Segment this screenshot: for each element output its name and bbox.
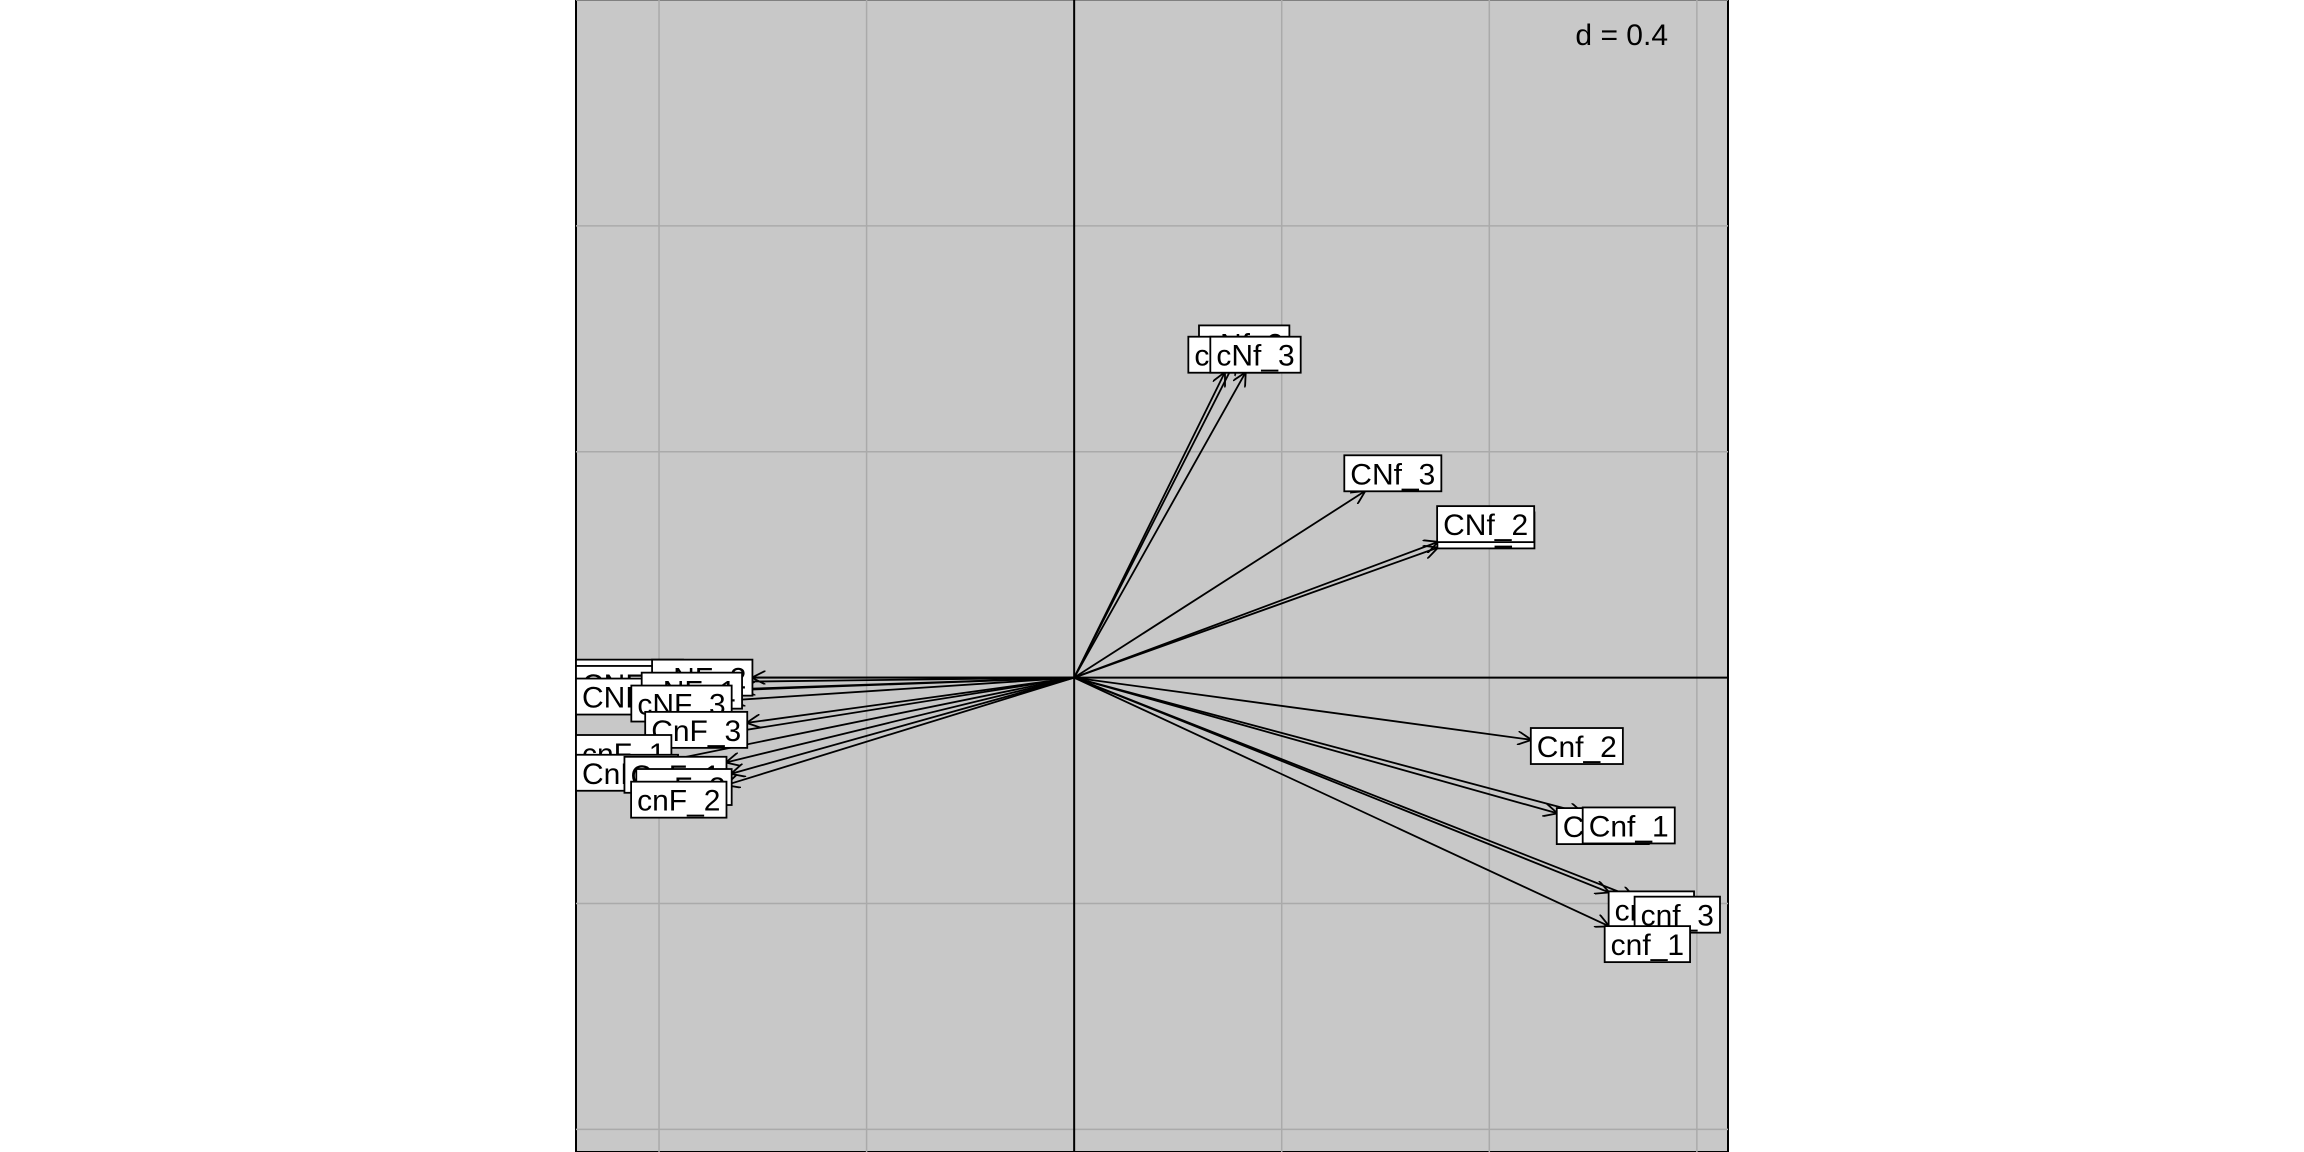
label-box: [1529, 727, 1624, 765]
arrow-Cnf_2: [1074, 676, 1531, 740]
label-text: CNf_3: [1350, 458, 1435, 491]
arrow-label-cnf_1: cnf_1: [1603, 925, 1691, 964]
label-text: CNf_2: [1443, 509, 1528, 542]
scale-label: d = 0.4: [1575, 19, 1668, 52]
label-text: cnf_1: [1611, 929, 1684, 962]
arrow-cNF_1: [742, 676, 1075, 689]
arrow-cnF_2: [726, 676, 1075, 785]
arrow-label-Cnf_1: Cnf_1: [1581, 806, 1676, 845]
grid-lines: [576, 0, 1728, 1152]
arrow-cNF_3: [732, 676, 1075, 701]
arrow-cnf_3: [1073, 676, 1634, 898]
arrow-CNf_2: [1073, 542, 1437, 679]
arrow-cNf_3: [1073, 373, 1245, 679]
arrow-label-cNf_3: cNf_3: [1209, 335, 1302, 374]
label-box: [1436, 505, 1536, 544]
label-text: Cnf_2: [1537, 731, 1617, 764]
arrow-CnF_1: [726, 676, 1075, 763]
arrow-label-cnF_2: cnF_2: [630, 780, 728, 819]
label-text: cnF_2: [637, 785, 720, 818]
arrow-cNf_1: [1073, 373, 1224, 679]
arrow-label-CNf_2: CNf_2: [1436, 505, 1536, 544]
label-box: [1209, 335, 1302, 374]
label-box: [1603, 925, 1691, 964]
arrow-label-CNf_3: CNf_3: [1343, 454, 1443, 493]
arrow-Cnf_1: [1073, 676, 1583, 814]
arrow-CNf_3: [1073, 491, 1365, 679]
label-text: cNf_3: [1216, 340, 1294, 373]
arrow-cnF_3: [732, 676, 1075, 774]
arrow-label-Cnf_2: Cnf_2: [1529, 727, 1624, 765]
arrow-CnF_3: [747, 676, 1075, 723]
arrow-cnf_1: [1073, 676, 1608, 926]
label-box: [630, 780, 728, 819]
plot-panel: [575, 0, 1729, 1152]
arrow-Cnf_3: [1073, 676, 1557, 814]
label-box: [1581, 806, 1676, 845]
label-text: Cnf_1: [1589, 810, 1669, 843]
label-box: [1343, 454, 1443, 493]
arrow-labels: CNF_2CNF_1CNF_3cNF_2cNF_1cNF_3CnF_3cnF_1…: [575, 324, 1721, 964]
